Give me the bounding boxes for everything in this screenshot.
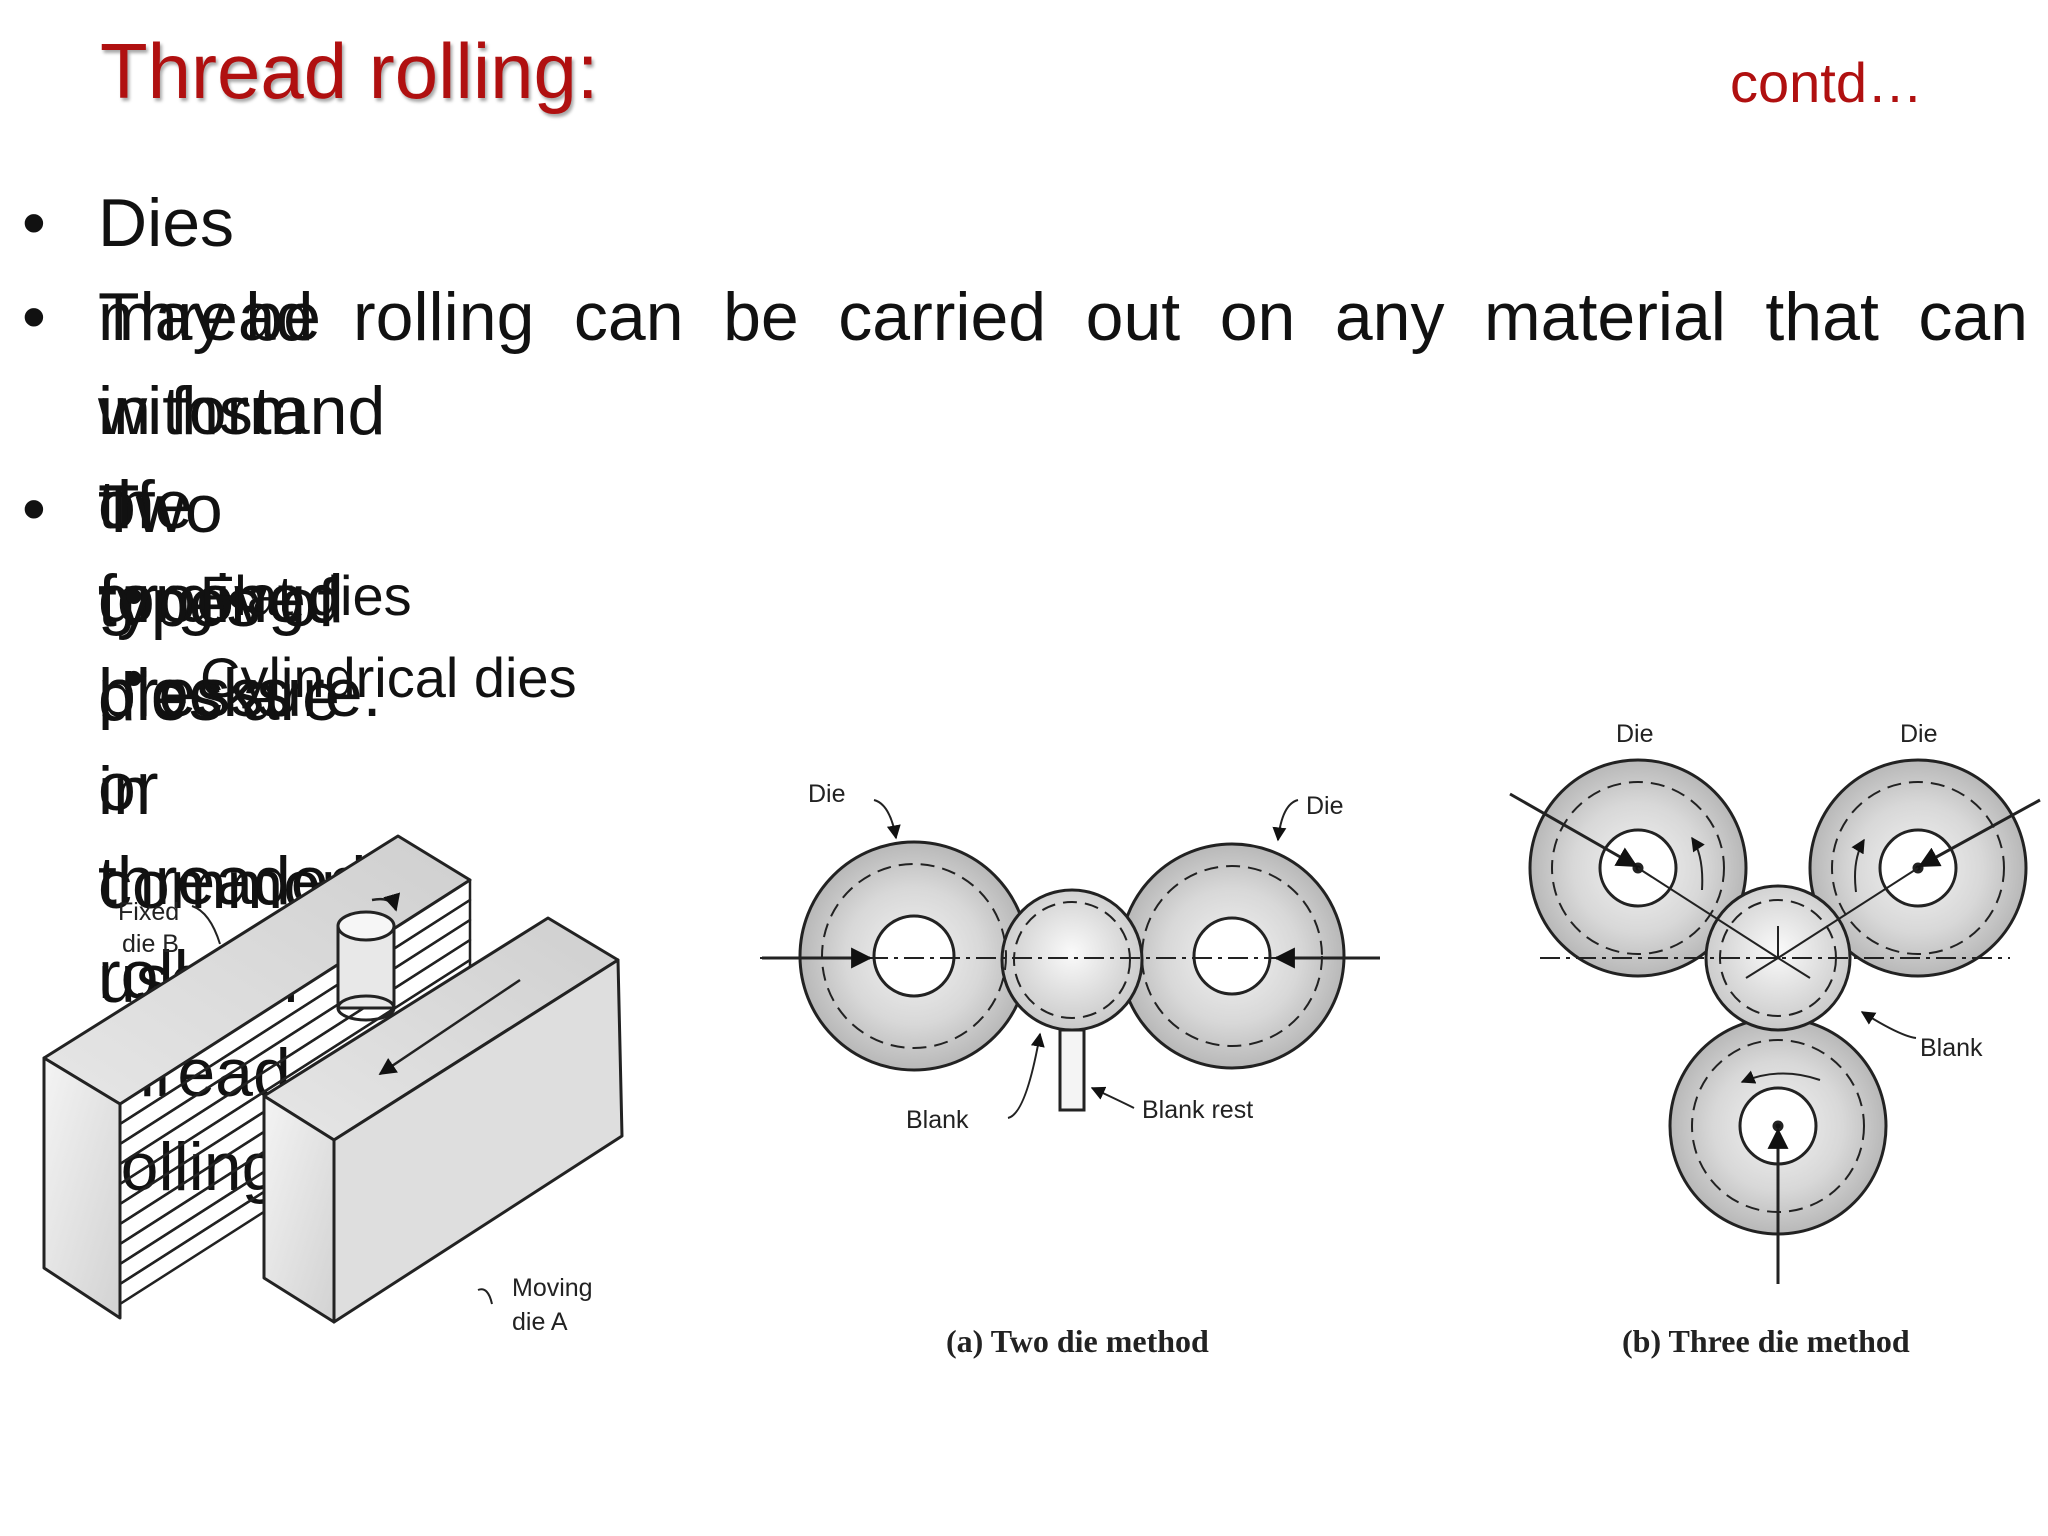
three-die-caption: (b) Three die method (1622, 1323, 1910, 1359)
two-die-right-die-label: Die (1306, 792, 1344, 820)
three-die-right-die-label: Die (1900, 720, 1938, 748)
three-die-diagram (1509, 758, 2041, 1284)
flat-die-illustration (42, 834, 624, 1324)
two-die-left-die-label: Die (808, 780, 846, 808)
fixed-die-label-line2: die B (122, 930, 179, 958)
two-die-blank-label: Blank (906, 1106, 969, 1134)
two-die-diagram (760, 799, 1380, 1119)
bullet-text: Dies may be in form of grooved blocks or… (98, 185, 367, 1013)
moving-die-label-line2: die A (512, 1308, 568, 1336)
bullet-dot: • (22, 279, 46, 355)
moving-die-side (332, 958, 624, 1324)
bullet-dot: • (22, 471, 46, 547)
sub-bullet-flat-dies: Flat dies (200, 564, 412, 627)
bullet-dot: • (22, 185, 46, 261)
two-die-blank-rest-label: Blank rest (1142, 1096, 1253, 1124)
slide-title: Thread rolling: (100, 27, 599, 115)
rotation-arrow-icon (371, 892, 401, 912)
blank-cylinder (336, 910, 396, 1022)
three-die-left-die-label: Die (1616, 720, 1654, 748)
continued-marker: contd… (1730, 51, 1923, 114)
sub-bullet-dot: • (124, 564, 144, 627)
sub-bullet-cylindrical-dies: Cylindrical dies (200, 646, 577, 709)
two-die-blank (1000, 888, 1144, 1032)
moving-die-label-line1: Moving (512, 1274, 593, 1302)
fixed-die-label-line1: Fixed (118, 898, 179, 926)
bullet-text: withstand the forging pressure. (98, 373, 386, 731)
motion-arrow-icon (378, 978, 521, 1076)
three-die-blank-label: Blank (1920, 1034, 1983, 1062)
two-die-caption: (a) Two die method (946, 1323, 1209, 1359)
sub-bullet-dot: • (124, 646, 144, 709)
fixed-die-front (42, 1056, 122, 1320)
blank-rest (1058, 1028, 1086, 1112)
bullet-text: Thread rolling can be carried out on any… (98, 279, 2028, 355)
